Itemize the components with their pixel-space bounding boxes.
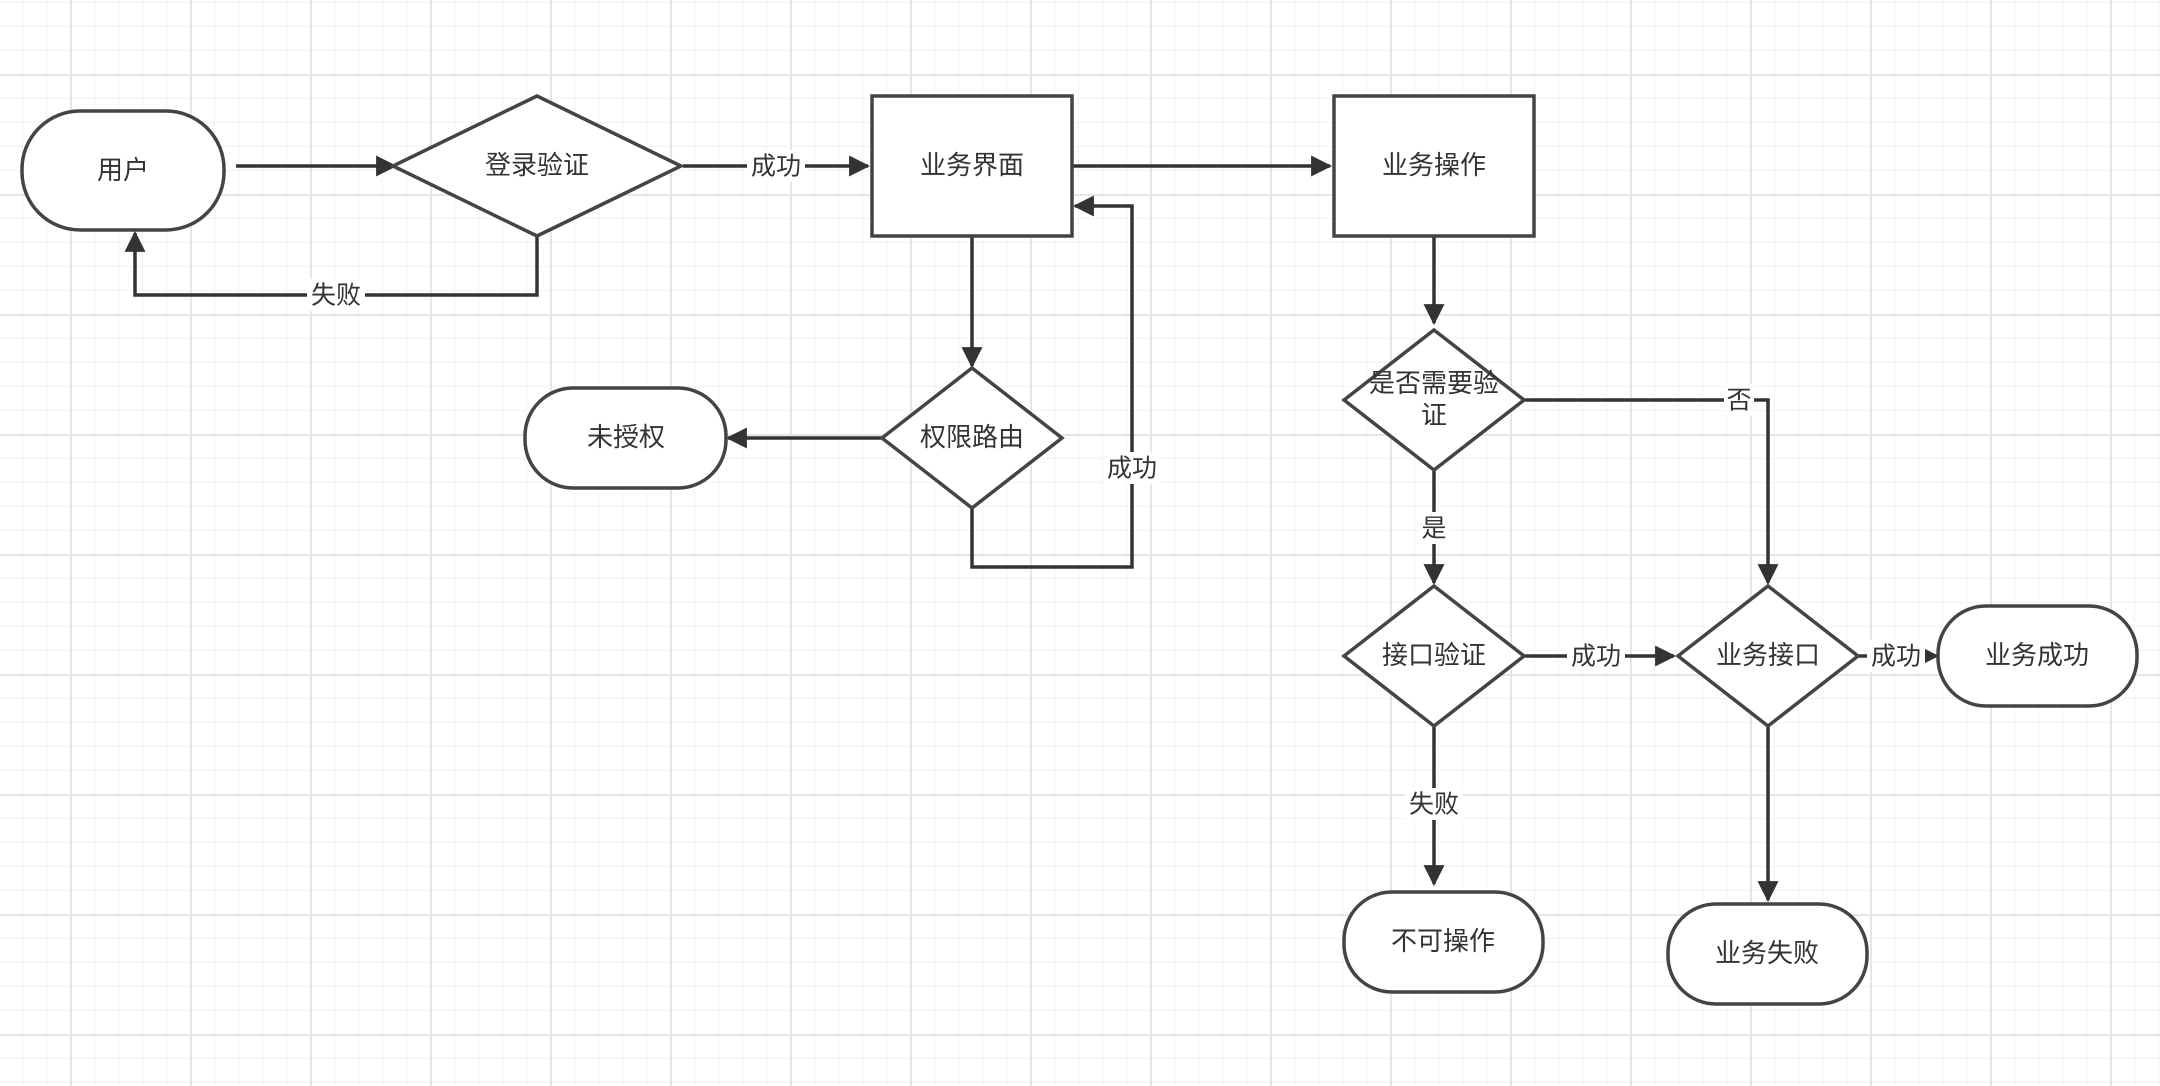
edge-label-login-fail: 失败 xyxy=(307,279,365,311)
node-business-success-shape[interactable] xyxy=(1936,604,2139,708)
edge-label-verify-no-text: 否 xyxy=(1726,386,1751,415)
node-business-ui-label: 业务界面 xyxy=(920,151,1024,181)
edge-label-verify-yes-text: 是 xyxy=(1421,514,1446,543)
node-permission-route-label: 权限路由 xyxy=(920,423,1024,453)
edge-route-success-to-ui[interactable] xyxy=(970,195,1134,569)
edge-label-route-success: 成功 xyxy=(1103,452,1161,484)
edge-label-business-api-success-text: 成功 xyxy=(1871,642,1921,671)
node-permission-route-shape[interactable] xyxy=(879,365,1065,511)
node-business-success-label: 业务成功 xyxy=(1985,641,2089,671)
node-business-ui-shape[interactable] xyxy=(870,94,1074,238)
node-api-verify-label: 接口验证 xyxy=(1382,641,1486,671)
edge-label-api-verify-success: 成功 xyxy=(1567,640,1625,672)
edge-label-route-success-text: 成功 xyxy=(1107,454,1157,483)
node-unauthorized-label: 未授权 xyxy=(587,423,665,453)
node-business-fail-label: 业务失败 xyxy=(1715,939,1819,969)
edge-labels: 成功 失败 成功 否 是 成功 成功 失败 xyxy=(307,150,1925,820)
node-business-op[interactable]: 业务操作 xyxy=(1332,94,1536,238)
node-user-label: 用户 xyxy=(97,156,149,186)
node-business-ui[interactable]: 业务界面 xyxy=(870,94,1074,238)
edges xyxy=(124,155,1940,903)
node-business-op-label: 业务操作 xyxy=(1382,151,1486,181)
node-api-verify[interactable]: 接口验证 xyxy=(1341,583,1527,729)
node-permission-route[interactable]: 权限路由 xyxy=(879,365,1065,511)
edge-label-api-verify-fail: 失败 xyxy=(1405,788,1463,820)
node-need-verify-label-line1: 是否需要验 xyxy=(1369,369,1499,399)
node-unauthorized-shape[interactable] xyxy=(523,386,728,490)
node-business-fail[interactable]: 业务失败 xyxy=(1666,902,1869,1006)
node-need-verify-label-line2: 证 xyxy=(1421,401,1447,431)
nodes: 用户 登录验证 业务界面 业务操作 权限路由 未授权 xyxy=(20,94,2139,1006)
node-unauthorized[interactable]: 未授权 xyxy=(523,386,728,490)
node-business-api[interactable]: 业务接口 xyxy=(1675,583,1861,729)
node-login-check-label: 登录验证 xyxy=(485,151,589,181)
edge-label-business-api-success: 成功 xyxy=(1867,640,1925,672)
node-user[interactable]: 用户 xyxy=(20,109,226,232)
edge-label-login-fail-text: 失败 xyxy=(311,281,361,310)
node-not-operable[interactable]: 不可操作 xyxy=(1342,890,1545,994)
edge-label-verify-yes: 是 xyxy=(1420,512,1450,544)
node-need-verify[interactable]: 是否需要验 证 xyxy=(1341,327,1527,473)
node-login-check[interactable]: 登录验证 xyxy=(388,94,686,238)
node-business-api-shape[interactable] xyxy=(1675,583,1861,729)
edge-label-api-verify-fail-text: 失败 xyxy=(1409,790,1459,819)
edge-label-login-success-text: 成功 xyxy=(751,152,801,181)
node-user-shape[interactable] xyxy=(20,109,226,232)
node-not-operable-shape[interactable] xyxy=(1342,890,1545,994)
node-need-verify-shape[interactable] xyxy=(1341,327,1527,473)
node-business-fail-shape[interactable] xyxy=(1666,902,1869,1006)
edge-label-api-verify-success-text: 成功 xyxy=(1571,642,1621,671)
edge-label-verify-no: 否 xyxy=(1724,384,1754,416)
node-business-success[interactable]: 业务成功 xyxy=(1936,604,2139,708)
node-business-api-label: 业务接口 xyxy=(1716,641,1820,671)
node-api-verify-shape[interactable] xyxy=(1341,583,1527,729)
edge-need-verify-no-to-api[interactable] xyxy=(1523,398,1779,586)
node-business-op-shape[interactable] xyxy=(1332,94,1536,238)
node-login-check-shape[interactable] xyxy=(388,94,686,238)
node-not-operable-label: 不可操作 xyxy=(1391,927,1495,957)
edge-label-login-success: 成功 xyxy=(747,150,805,182)
